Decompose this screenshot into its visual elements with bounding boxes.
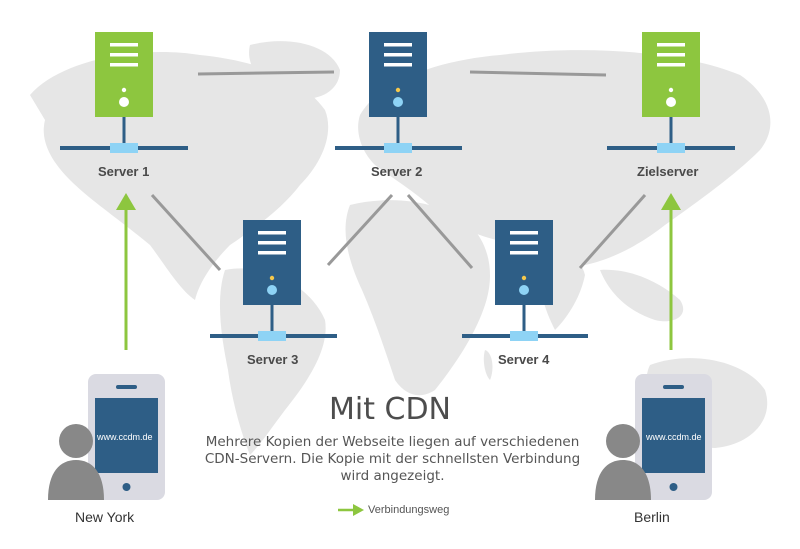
arrowhead-icon (353, 504, 364, 516)
speaker-icon (663, 385, 684, 389)
server-slot (258, 251, 286, 255)
madagascar (483, 350, 493, 380)
city-label-new-york: New York (75, 509, 135, 525)
connection-line (150, 193, 222, 272)
arrowhead-icon (116, 193, 136, 210)
server-slot (384, 63, 412, 67)
power-button-icon (519, 285, 529, 295)
diagram-description: Mehrere Kopien der Webseite liegen auf v… (204, 434, 581, 484)
connection-line (406, 194, 474, 269)
screen (95, 398, 158, 473)
southeast-asia (600, 269, 684, 322)
connection-line (578, 194, 647, 269)
home-button-icon (669, 483, 678, 491)
city-label-berlin: Berlin (634, 509, 670, 525)
server-slot (510, 241, 538, 245)
power-button-icon (393, 97, 403, 107)
status-led-icon (121, 87, 127, 93)
servers (60, 32, 735, 341)
server-zielserver (607, 32, 735, 153)
power-button-icon (267, 285, 277, 295)
arrowhead-icon (661, 193, 681, 210)
status-led-icon (521, 275, 527, 281)
connection-line (469, 70, 607, 77)
server-slot (110, 43, 138, 47)
legend-arrow (338, 504, 364, 516)
server-slot (384, 43, 412, 47)
server-slot (510, 251, 538, 255)
server-slot (258, 231, 286, 235)
screen (642, 398, 705, 473)
power-button-icon (666, 97, 676, 107)
connector (258, 331, 286, 341)
speaker-icon (116, 385, 137, 389)
connector (510, 331, 538, 341)
client-berlin: www.ccdm.de (595, 374, 712, 500)
server-slot (110, 63, 138, 67)
diagram-title: Mit CDN (328, 392, 451, 427)
status-led-icon (395, 87, 401, 93)
server-server-3 (210, 220, 337, 341)
server-server-2 (335, 32, 462, 153)
home-button-icon (122, 483, 131, 491)
server-slot (657, 63, 685, 67)
africa (345, 200, 490, 396)
server-server-4 (462, 220, 588, 341)
server-label-server-2: Server 2 (371, 164, 423, 179)
power-button-icon (119, 97, 129, 107)
server-slot (657, 53, 685, 57)
person-icon (595, 424, 651, 500)
greenland (249, 41, 340, 99)
status-led-icon (269, 275, 275, 281)
server-server-1 (60, 32, 188, 153)
server-slot (657, 43, 685, 47)
connector (657, 143, 685, 153)
connection-line (326, 193, 394, 267)
connector (384, 143, 412, 153)
client-new-york: www.ccdm.de (48, 374, 165, 500)
connection-line (197, 70, 335, 76)
person-icon (48, 424, 104, 500)
server-label-server-3: Server 3 (247, 352, 299, 367)
url-text: www.ccdm.de (96, 432, 153, 442)
server-connections (150, 70, 647, 272)
server-slot (110, 53, 138, 57)
server-label-server-1: Server 1 (98, 164, 150, 179)
south-america (219, 268, 326, 455)
server-label-server-4: Server 4 (498, 352, 550, 367)
legend-label: Verbindungsweg (368, 504, 450, 516)
connector (110, 143, 138, 153)
server-label-zielserver: Zielserver (637, 164, 699, 179)
server-slot (384, 53, 412, 57)
server-slot (510, 231, 538, 235)
server-slot (258, 241, 286, 245)
status-led-icon (668, 87, 674, 93)
connection-paths (116, 193, 681, 350)
url-text: www.ccdm.de (645, 432, 702, 442)
